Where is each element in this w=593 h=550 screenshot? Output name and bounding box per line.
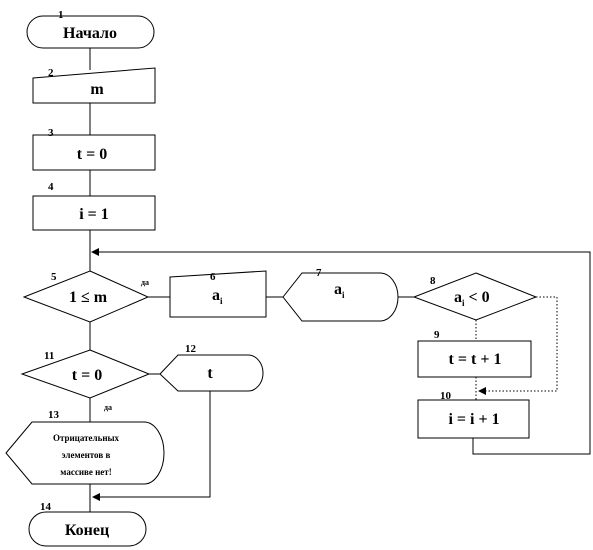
block-number: 2 — [48, 67, 54, 79]
block-label: ai < 0 — [454, 289, 490, 308]
block-12-display-t: 12 t — [159, 343, 264, 392]
block-5-decision: 5 1 ≤ m да — [22, 270, 150, 323]
yes-label: да — [104, 403, 112, 412]
manual-input-shape — [32, 67, 156, 104]
block-number: 8 — [430, 275, 436, 287]
block-label: 1 ≤ m — [69, 289, 108, 306]
connector-12-14 — [92, 387, 211, 501]
block-label: ai — [212, 287, 223, 306]
block-number: 13 — [48, 409, 60, 421]
process-shape — [417, 340, 532, 378]
block-label: i = 1 — [79, 206, 109, 223]
block-2-input-m: 2 m — [32, 67, 156, 104]
decision-shape — [412, 272, 538, 321]
block-number: 14 — [40, 501, 52, 513]
block-11-decision: 11 t = 0 да — [20, 349, 151, 412]
decision-shape — [20, 349, 151, 399]
block-number: 3 — [48, 127, 54, 139]
block-9-process: 9 t = t + 1 — [417, 329, 532, 378]
block-number: 12 — [185, 343, 197, 355]
var-subscript: i — [220, 296, 223, 306]
block-4-process: 4 i = 1 — [32, 181, 156, 231]
connector-loop-back — [91, 248, 591, 455]
block-label: t = 0 — [72, 367, 102, 384]
message-line-1: Отрицательных — [53, 433, 120, 443]
terminator-shape — [26, 15, 155, 49]
display-shape — [5, 421, 165, 485]
display-shape — [282, 272, 399, 322]
block-number: 6 — [210, 271, 216, 283]
block-13-display-message: 13 Отрицательных элементов в массиве нет… — [5, 409, 165, 485]
block-7-display-ai: 7 ai — [282, 267, 399, 322]
var-subscript: i — [342, 290, 345, 300]
block-number: 10 — [440, 390, 452, 402]
var-name: a — [454, 289, 462, 306]
block-label: i = i + 1 — [448, 411, 499, 428]
display-shape — [159, 354, 264, 392]
block-number: 5 — [51, 271, 57, 283]
var-subscript: i — [462, 298, 465, 308]
block-3-process: 3 t = 0 — [32, 127, 156, 171]
block-14-end: 14 Конец — [28, 501, 147, 547]
block-label: Конец — [65, 522, 109, 539]
connector-8-no-10 — [478, 296, 558, 395]
block-label: m — [90, 81, 104, 98]
manual-input-shape — [169, 270, 267, 318]
block-label: t = t + 1 — [449, 351, 502, 368]
block-10-process: 10 i = i + 1 — [417, 390, 530, 439]
block-label: Начало — [63, 25, 117, 42]
block-8-decision: 8 ai < 0 — [412, 272, 538, 321]
block-number: 9 — [434, 329, 440, 341]
var-name: a — [212, 287, 220, 304]
block-label: ai — [334, 281, 345, 300]
process-shape — [32, 195, 156, 231]
block-number: 11 — [44, 350, 54, 362]
message-line-2: элементов в — [62, 450, 111, 460]
process-shape — [32, 134, 156, 171]
block-number: 4 — [48, 181, 54, 193]
connectors — [89, 48, 591, 512]
comparison: < 0 — [465, 289, 490, 306]
decision-shape — [22, 270, 150, 323]
block-label: t — [207, 365, 213, 382]
block-6-input-ai: 6 ai — [169, 270, 267, 318]
var-name: a — [334, 281, 342, 298]
block-number: 7 — [316, 267, 322, 279]
yes-label: да — [141, 278, 149, 287]
terminator-shape — [28, 511, 147, 547]
block-number: 1 — [58, 9, 64, 21]
process-shape — [417, 399, 530, 439]
message-line-3: массиве нет! — [60, 467, 111, 477]
block-1-start: 1 Начало — [26, 9, 155, 49]
block-label: t = 0 — [77, 146, 107, 163]
